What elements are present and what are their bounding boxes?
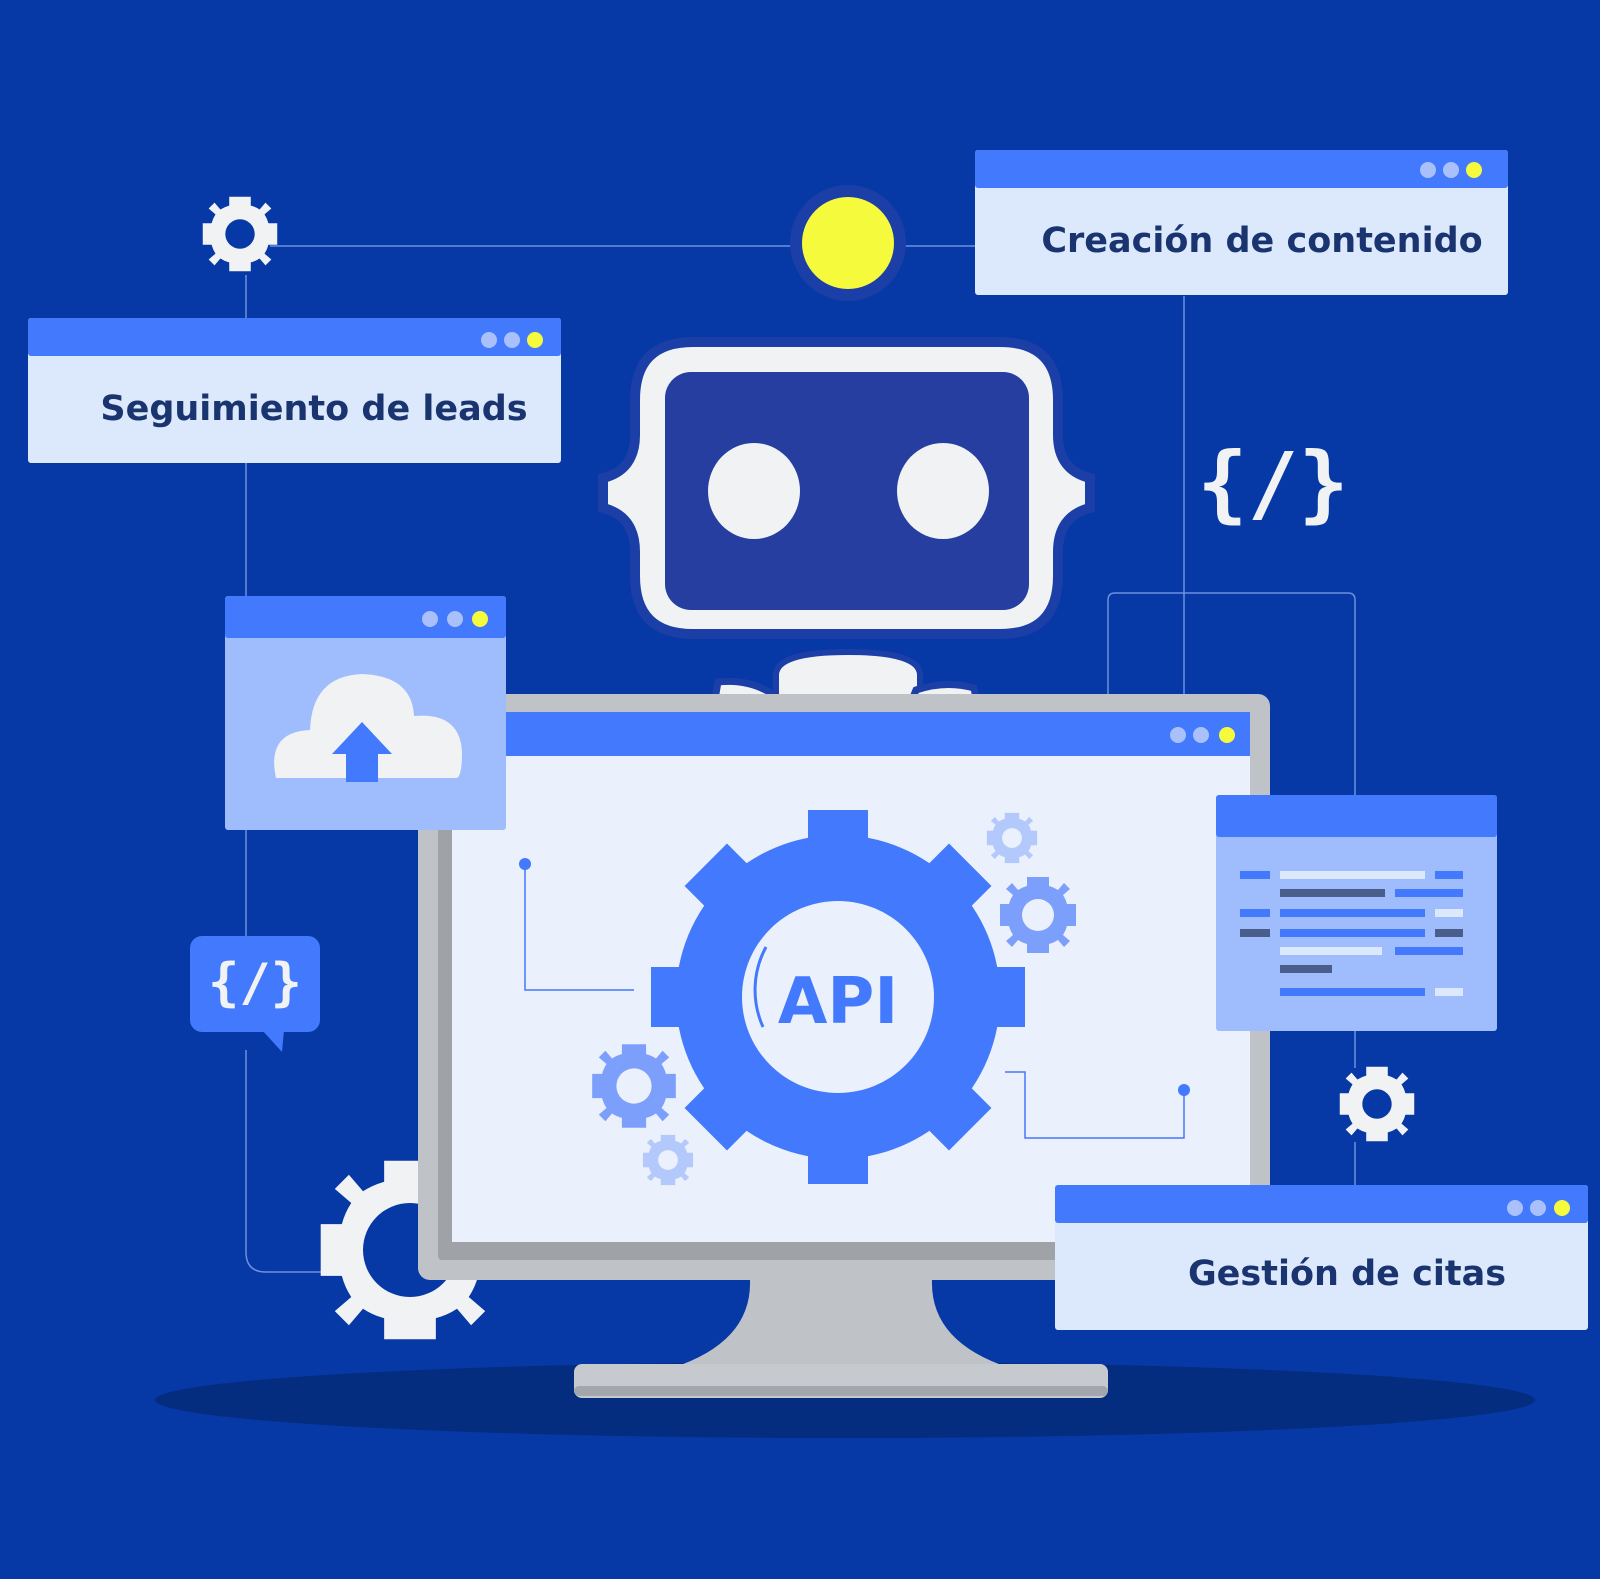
- window-dots-icon: [481, 332, 543, 348]
- code-lines: [1240, 871, 1463, 996]
- panel-label: Seguimiento de leads: [100, 389, 527, 429]
- gear-icon: [1000, 877, 1076, 953]
- code-badge: {/}: [190, 936, 320, 1052]
- robot-eye: [708, 443, 800, 539]
- circuit-node: [1178, 1084, 1190, 1096]
- cloud-upload-window: [225, 596, 506, 830]
- window-dots-icon: [1507, 1200, 1570, 1216]
- panel-content-creation: Creación de contenido: [975, 150, 1508, 295]
- window-dots-icon: [1420, 162, 1482, 178]
- api-label: API: [778, 965, 898, 1039]
- robot-neck: [773, 648, 923, 703]
- gear-icon: [592, 1044, 676, 1128]
- code-icon: {/}: [208, 953, 302, 1013]
- panel-label: Gestión de citas: [1188, 1254, 1506, 1294]
- monitor-stand: [672, 1280, 1010, 1368]
- cloud-upload-icon: [274, 674, 462, 782]
- window-dots-icon: [422, 611, 488, 627]
- gear-icon: [202, 196, 278, 272]
- panel-appointment-management: Gestión de citas: [1055, 1185, 1588, 1330]
- robot-icon: [598, 337, 1095, 747]
- panel-lead-tracking: Seguimiento de leads: [28, 318, 561, 463]
- robot-eye: [897, 443, 989, 539]
- circuit-lines: [524, 864, 1185, 1139]
- monitor-window-bar: [506, 712, 1250, 756]
- gear-icon: [1339, 1066, 1415, 1142]
- window-dots-icon: [1170, 727, 1235, 743]
- api-gear-icon: API: [651, 810, 1025, 1184]
- code-window: [1216, 795, 1497, 1031]
- floor-shadow: [155, 1362, 1535, 1438]
- robot-face: [665, 372, 1029, 610]
- code-icon: {/}: [1197, 434, 1349, 532]
- panel-label: Creación de contenido: [1041, 221, 1482, 261]
- gear-icon: [986, 812, 1038, 864]
- yellow-dot-icon: [802, 197, 894, 289]
- circuit-node: [519, 858, 531, 870]
- connector-lines: [245, 245, 1356, 1273]
- gear-icon: [642, 1134, 694, 1186]
